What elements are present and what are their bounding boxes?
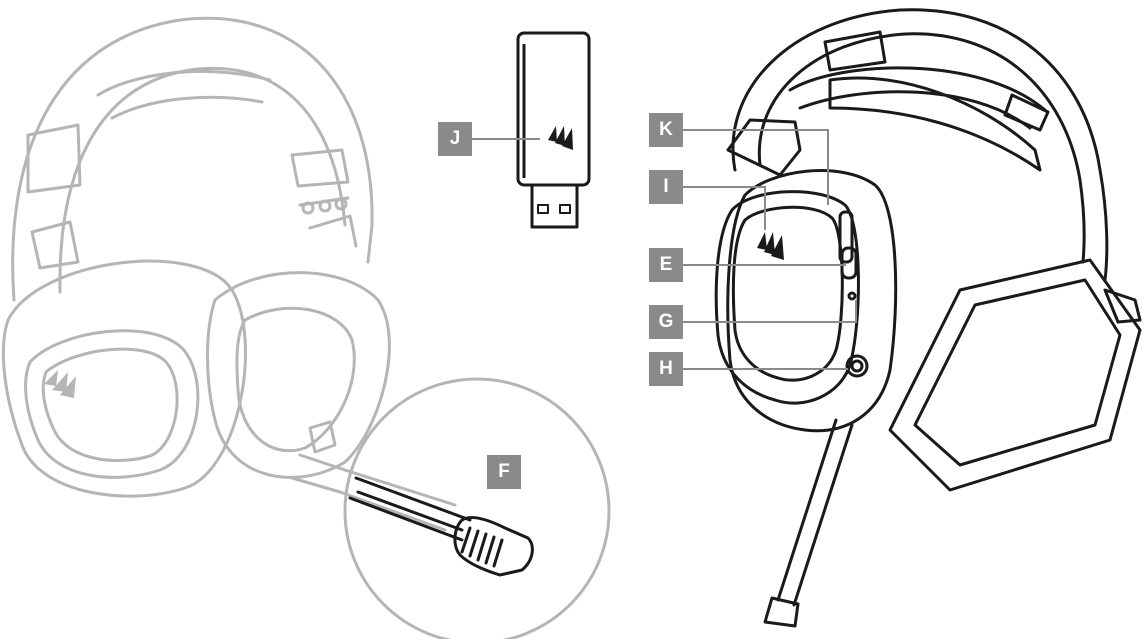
right-mic-boom	[776, 418, 854, 607]
left-headband-pad	[96, 69, 272, 120]
mic-tip	[453, 516, 534, 577]
led-indicator	[847, 291, 857, 301]
dongle-corsair-logo-icon	[548, 126, 573, 150]
leader-i	[683, 186, 766, 230]
leader-k	[683, 129, 829, 205]
left-mic-arm	[290, 453, 457, 532]
right-headband-mid	[757, 32, 1086, 264]
left-front-earcup-inner	[41, 347, 179, 462]
callout-h: H	[649, 352, 683, 386]
mic-magnifier-circle	[343, 377, 611, 639]
callout-k: K	[649, 113, 683, 147]
dongle-body	[516, 31, 591, 187]
corsair-sails-logo-icon	[44, 370, 76, 398]
usb-port	[845, 354, 869, 378]
right-headset	[714, 8, 1142, 628]
callout-j: J	[438, 122, 472, 156]
left-headband-outer	[11, 16, 374, 302]
right-front-earcup-plate	[731, 205, 844, 382]
left-back-earcup	[206, 271, 391, 479]
right-yoke	[726, 118, 802, 177]
right-slider-clip	[290, 148, 350, 188]
left-slider-pad	[26, 123, 82, 194]
left-headband-inner	[58, 67, 347, 294]
right-mic-tip	[763, 596, 800, 628]
left-back-earcup-cushion	[235, 306, 356, 453]
volume-wheel	[838, 210, 854, 264]
right-headband-pad	[788, 66, 1047, 130]
corsair-logo-icon	[757, 232, 784, 260]
callout-e: E	[649, 248, 683, 282]
right-headband-outer	[731, 8, 1109, 282]
leader-g	[683, 300, 857, 323]
left-front-earcup-plate	[24, 329, 200, 479]
left-mic-pivot	[308, 420, 337, 454]
right-back-earcup	[888, 258, 1142, 492]
left-headset	[1, 16, 457, 532]
right-slider-clip	[1003, 93, 1050, 132]
leader-lines	[472, 129, 857, 370]
mute-button	[840, 246, 858, 280]
usb-dongle	[516, 31, 591, 229]
left-slider-window	[30, 220, 80, 270]
right-slider-pad	[823, 30, 887, 72]
right-front-earcup-shell	[726, 169, 898, 433]
left-front-earcup	[1, 259, 247, 498]
magnified-mic-boom	[348, 476, 534, 577]
hinge-detail	[298, 196, 358, 248]
callout-i: I	[649, 170, 683, 204]
right-headband-strap	[828, 76, 1042, 172]
callout-g: G	[649, 305, 683, 339]
callout-f: F	[487, 455, 521, 489]
right-front-earcup-cushion	[714, 190, 860, 405]
